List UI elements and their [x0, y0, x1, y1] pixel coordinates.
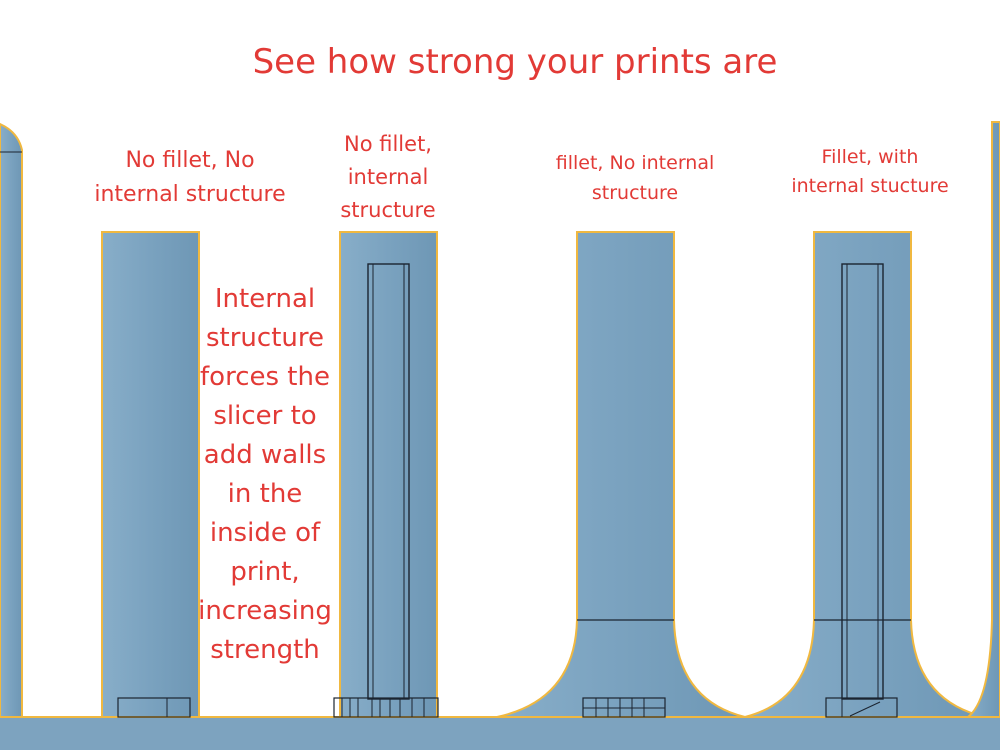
note-line: Internal	[214, 284, 316, 314]
label-fillet-internal: Fillet, with internal stucture	[770, 143, 970, 201]
pillar-no-fillet-internal	[333, 231, 439, 718]
label-fillet-no-internal: fillet, No internal structure	[530, 148, 740, 208]
label-line: internal stucture	[791, 175, 949, 197]
explanation-note: Internal structure forces the slicer to …	[193, 280, 337, 670]
label-line: internal	[347, 165, 429, 189]
note-line: in the	[227, 479, 303, 509]
label-line: internal structure	[94, 182, 286, 207]
pillar-no-fillet-no-internal	[101, 231, 200, 718]
label-no-fillet-no-internal: No fillet, No internal structure	[70, 144, 310, 212]
pillar-fillet-internal	[744, 231, 986, 718]
note-line: strength	[210, 635, 320, 665]
note-line: add walls	[203, 440, 327, 470]
note-line: increasing	[198, 596, 332, 626]
label-line: Fillet, with	[821, 146, 919, 168]
label-line: No fillet, No	[125, 148, 255, 173]
note-line: forces the	[200, 362, 330, 392]
partial-part-left	[0, 122, 23, 718]
note-line: print,	[230, 557, 300, 587]
partial-part-right	[965, 121, 1000, 718]
label-line: structure	[340, 198, 436, 222]
note-line: slicer to	[213, 401, 317, 431]
note-line: inside of	[209, 518, 321, 548]
label-line: No fillet,	[344, 132, 432, 156]
label-line: fillet, No internal	[555, 152, 715, 174]
note-line: structure	[206, 323, 324, 353]
base-plate	[0, 717, 1000, 750]
label-no-fillet-internal: No fillet, internal structure	[318, 128, 458, 227]
label-line: structure	[591, 182, 679, 204]
page-title: See how strong your prints are	[252, 42, 778, 82]
pillar-fillet-no-internal	[496, 231, 746, 718]
